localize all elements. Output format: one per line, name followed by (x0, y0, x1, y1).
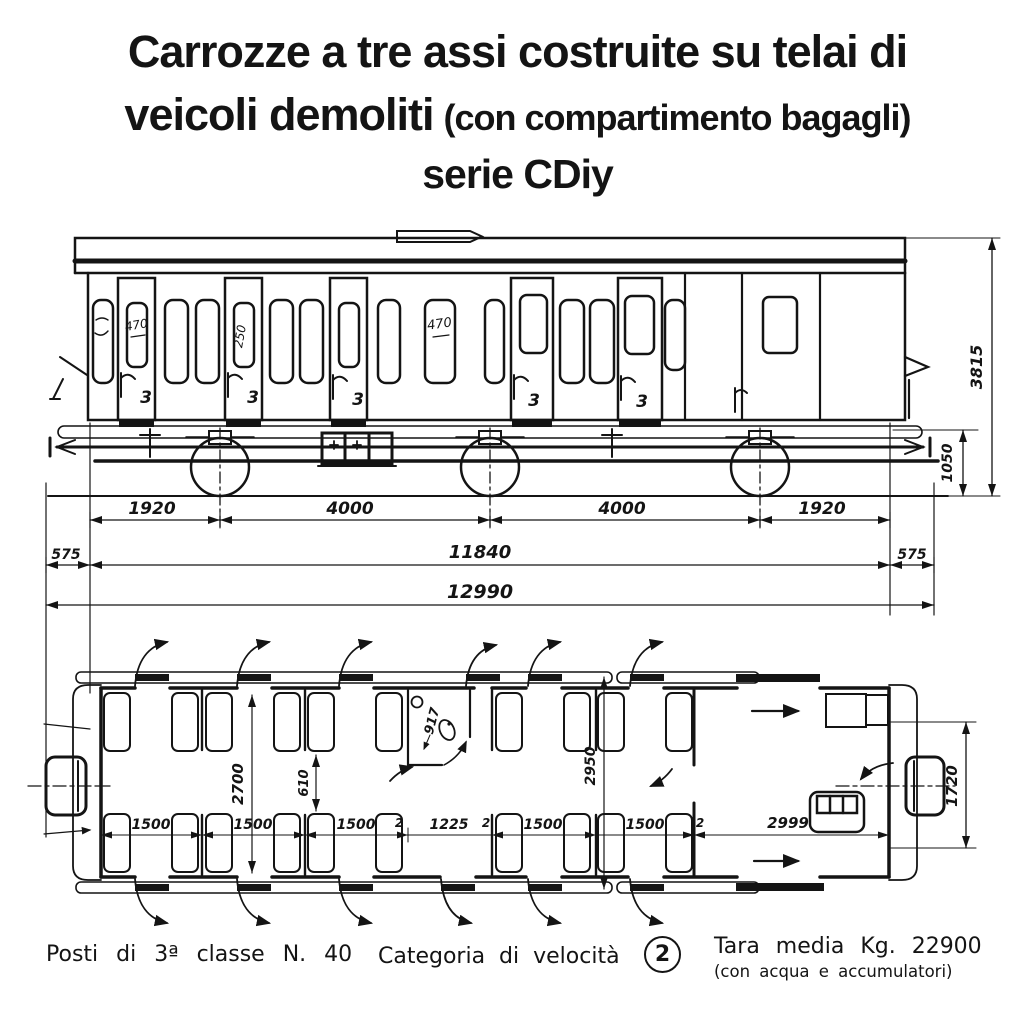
door-class-label: 3 (528, 391, 540, 411)
door-class-label: 3 (352, 390, 364, 410)
dim-wall1: 2 (395, 816, 403, 830)
window-note: 250 (231, 323, 249, 348)
plan-partitions (200, 688, 696, 877)
toilet-compartment (406, 688, 472, 767)
plan-view (27, 638, 956, 927)
dim-axle1: 1920 (128, 499, 175, 519)
battery-box-icon (317, 431, 397, 467)
baggage-door-window (761, 295, 799, 355)
title-line2-paren: (con compartimento bagagli) (443, 97, 912, 138)
dim-overhang-right: 575 (897, 547, 926, 563)
diagram-title: Carrozze a tre assi costruite su telai d… (0, 20, 1035, 203)
baggage-desk (865, 694, 889, 726)
plan-dimensions: 2700 610 917 2950 1720 1500 1500 1500 12… (100, 676, 977, 890)
dim-wall3: 2 (696, 816, 704, 830)
carbody-roof (72, 230, 908, 275)
sink-icon (410, 695, 424, 709)
side-doors (116, 276, 748, 422)
underframe (47, 421, 949, 497)
dim-baggage: 2999 (767, 814, 809, 832)
door-class-label: 3 (636, 392, 648, 412)
window-note: 470 (124, 316, 149, 334)
title-line2-main: veicoli demoliti (124, 89, 434, 140)
window-note: 470 (426, 315, 453, 333)
seats (103, 692, 693, 873)
buffers (27, 755, 956, 817)
plan-walls (99, 686, 891, 879)
dim-bay1: 1500 (132, 817, 171, 833)
dim-bay5: 1500 (626, 817, 665, 833)
title-line3: serie CDiy (422, 151, 614, 197)
toilet-bowl-icon (438, 719, 456, 741)
tara-note: (con acqua e accumulatori) (714, 962, 953, 981)
dim-toilet: 917 (422, 705, 444, 736)
dim-axle2: 4000 (325, 499, 373, 519)
baggage-desk (825, 693, 867, 728)
accumulator-bench-icon (808, 790, 866, 834)
dim-bay2: 1500 (234, 817, 273, 833)
technical-drawing: 3 3 3 3 3 470 250 470 (27, 230, 1001, 927)
door-handle-icon (120, 372, 748, 413)
dim-interior-width: 2700 (229, 763, 247, 805)
carbody-side (86, 271, 907, 422)
dim-height: 3815 (967, 345, 986, 390)
dim-frame-to-rail: 1050 (940, 443, 956, 482)
dim-bay3: 1500 (337, 817, 376, 833)
speed-category-badge: 2 (644, 936, 681, 973)
seats-caption: Posti di 3ª classe N. 40 (46, 942, 353, 967)
roof-vent-icon (396, 230, 485, 243)
dim-total-length: 12990 (447, 581, 513, 603)
baggage-compartment (750, 693, 889, 869)
tara-caption: Tara media Kg. 22900 (714, 934, 982, 959)
side-windows (91, 295, 799, 385)
dim-compartment: 2950 (583, 746, 599, 785)
title-line2: veicoli demoliti(con compartimento bagag… (0, 83, 1035, 146)
dim-end-width: 1720 (943, 765, 961, 807)
dim-wall2: 2 (482, 816, 490, 830)
pencil-squiggle (94, 317, 109, 336)
title-line1: Carrozze a tre assi costruite su telai d… (127, 26, 908, 77)
baggage-door-handle-icon (734, 387, 748, 413)
door-class-label: 3 (140, 388, 152, 408)
door-class-label: 3 (247, 388, 259, 408)
dim-vestibule: 1225 (430, 817, 469, 833)
elevation-view: 3 3 3 3 3 470 250 470 (47, 230, 949, 529)
wheels (139, 427, 795, 529)
dim-overhang-left: 575 (51, 547, 80, 563)
caption-row: Posti di 3ª classe N. 40 Categoria di ve… (0, 932, 1035, 1019)
dim-axle4: 1920 (798, 499, 845, 519)
dim-seat-gap: 610 (297, 769, 312, 796)
dim-bay4: 1500 (524, 817, 563, 833)
end-fittings (49, 355, 931, 420)
dim-frame-length: 11840 (449, 542, 512, 563)
speed-category-caption: Categoria di velocità (378, 944, 620, 969)
dim-axle3: 4000 (597, 499, 645, 519)
footboards (75, 671, 824, 894)
door-swing-arrows (134, 638, 894, 927)
elevation-dimensions: 1920 4000 4000 1920 575 11840 575 12990 (43, 237, 1001, 837)
door-step-pads (135, 674, 824, 891)
brake-hanger (139, 428, 623, 458)
